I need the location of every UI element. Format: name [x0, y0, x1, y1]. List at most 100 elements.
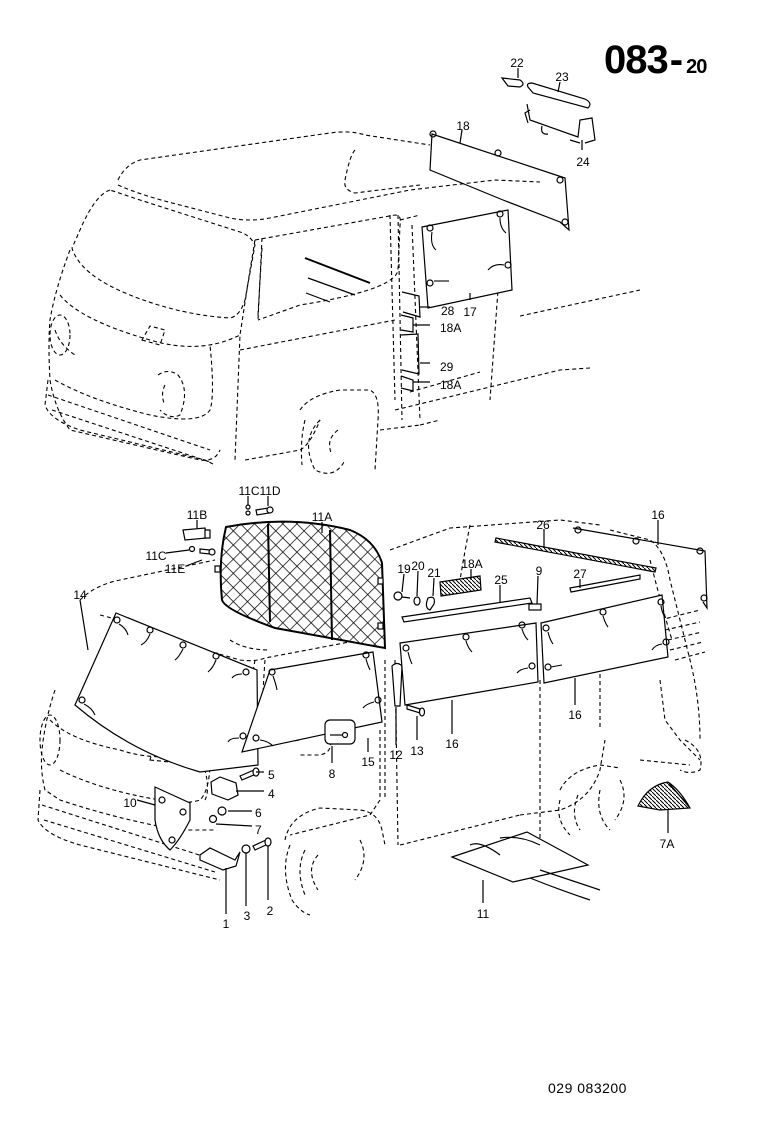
- part-number-label: 11A: [312, 510, 332, 524]
- callout-2[interactable]: 2: [267, 846, 274, 918]
- callout-11E[interactable]: 11E: [165, 559, 203, 576]
- callout-20[interactable]: 20: [411, 559, 425, 597]
- callout-17[interactable]: 17: [463, 293, 477, 319]
- part-29-sketch[interactable]: [400, 333, 420, 375]
- part-28-sketch[interactable]: [401, 291, 421, 318]
- part-number-label: 11D: [259, 484, 280, 498]
- part-19-sketch[interactable]: [393, 591, 411, 601]
- callout-9[interactable]: 9: [536, 564, 543, 605]
- part-number-label: 8: [329, 767, 336, 781]
- part-16-mid-sketch[interactable]: [399, 621, 539, 706]
- callout-23[interactable]: 23: [555, 70, 569, 93]
- callout-11A[interactable]: 11A: [312, 510, 332, 533]
- part-number-label: 5: [268, 768, 275, 782]
- part-1-sketch[interactable]: [199, 847, 241, 871]
- part-7A-sketch[interactable]: [637, 781, 691, 811]
- part-18-sketch[interactable]: [429, 130, 570, 232]
- callout-29[interactable]: 29: [420, 360, 454, 374]
- callout-27[interactable]: 27: [573, 567, 587, 588]
- part-27-sketch[interactable]: [569, 574, 641, 593]
- callout-18A_upper1[interactable]: 18A: [413, 321, 461, 335]
- part-6-sketch[interactable]: [217, 806, 227, 816]
- callout-4[interactable]: 4: [236, 787, 275, 801]
- part-18A-lower-sketch[interactable]: [439, 575, 482, 597]
- part-number-label: 2: [267, 904, 274, 918]
- part-16-top-sketch[interactable]: [572, 526, 708, 611]
- part-number-label: 18A: [440, 321, 461, 335]
- callout-13[interactable]: 13: [410, 716, 424, 758]
- callout-18[interactable]: 18: [456, 119, 470, 144]
- part-5-sketch[interactable]: [239, 767, 260, 781]
- part-12-sketch[interactable]: [391, 662, 403, 707]
- callout-12[interactable]: 12: [389, 707, 403, 762]
- part-number-label: 16: [568, 708, 582, 722]
- part-9-sketch[interactable]: [528, 603, 542, 611]
- part-15-sketch[interactable]: [241, 651, 383, 753]
- leader-line: [416, 570, 419, 597]
- part-number-label: 21: [427, 566, 441, 580]
- page-number-main: 083: [604, 38, 669, 82]
- callout-8[interactable]: 8: [329, 746, 336, 781]
- callout-10[interactable]: 10: [123, 796, 156, 810]
- callout-15[interactable]: 15: [361, 738, 375, 769]
- part-7-sketch[interactable]: [208, 814, 218, 824]
- part-number-label: 1: [223, 917, 230, 931]
- callout-5[interactable]: 5: [256, 768, 275, 782]
- part-11-sketch[interactable]: [450, 831, 601, 901]
- part-10-sketch[interactable]: [154, 786, 191, 851]
- leader-line: [79, 599, 89, 651]
- leader-line: [432, 577, 435, 597]
- part-26-sketch[interactable]: [494, 537, 657, 573]
- callout-24[interactable]: 24: [576, 140, 590, 169]
- part-14-sketch[interactable]: [74, 612, 259, 773]
- callout-16_top[interactable]: 16: [651, 508, 665, 545]
- part-11C-top-sketch[interactable]: [245, 504, 251, 516]
- callout-11B[interactable]: 11B: [187, 508, 207, 528]
- callout-16_right[interactable]: 16: [568, 678, 582, 722]
- part-number-label: 19: [397, 562, 411, 576]
- callout-18A_lower[interactable]: 18A: [461, 557, 483, 580]
- part-3-sketch[interactable]: [241, 844, 251, 854]
- part-4-sketch[interactable]: [210, 776, 239, 801]
- part-number-label: 29: [440, 360, 454, 374]
- part-18A-upper1-sketch[interactable]: [400, 314, 414, 333]
- callout-28[interactable]: 28: [420, 304, 455, 318]
- part-number-label: 28: [441, 304, 455, 318]
- part-8-sketch[interactable]: [324, 719, 356, 745]
- part-23-sketch[interactable]: [526, 82, 591, 109]
- part-18A-upper2-sketch[interactable]: [400, 375, 414, 392]
- part-number-label: 15: [361, 755, 375, 769]
- callout-11[interactable]: 11: [477, 880, 490, 921]
- callout-18A_upper2[interactable]: 18A: [413, 378, 461, 392]
- callout-7[interactable]: 7: [215, 823, 262, 837]
- part-21-sketch[interactable]: [425, 596, 435, 611]
- part-11D-sketch[interactable]: [255, 506, 274, 516]
- part-20-sketch[interactable]: [413, 596, 421, 606]
- callout-11D[interactable]: 11D: [259, 484, 281, 506]
- callout-22[interactable]: 22: [510, 56, 524, 78]
- callout-11C_top[interactable]: 11C: [238, 484, 260, 505]
- part-number-label: 7: [255, 823, 262, 837]
- part-11E-sketch[interactable]: [199, 548, 216, 556]
- callout-11C_side[interactable]: 11C: [145, 549, 190, 563]
- part-24-sketch[interactable]: [524, 103, 596, 144]
- part-17-sketch[interactable]: [421, 209, 513, 309]
- part-16-right-sketch[interactable]: [540, 594, 670, 684]
- part-25-sketch[interactable]: [401, 597, 533, 623]
- callout-25[interactable]: 25: [494, 573, 508, 603]
- part-22-sketch[interactable]: [500, 77, 524, 88]
- part-2-sketch[interactable]: [252, 837, 272, 851]
- callout-26[interactable]: 26: [536, 518, 550, 548]
- callout-19[interactable]: 19: [397, 562, 411, 593]
- callout-21[interactable]: 21: [427, 566, 441, 597]
- leader-line: [536, 575, 539, 605]
- callout-14[interactable]: 14: [73, 588, 89, 651]
- part-11B-sketch[interactable]: [182, 527, 211, 541]
- part-11A-sketch[interactable]: [214, 520, 387, 650]
- callout-7A[interactable]: 7A: [660, 810, 675, 851]
- part-11C-side-sketch[interactable]: [188, 545, 196, 553]
- callout-6[interactable]: 6: [228, 806, 262, 820]
- callout-16_mid[interactable]: 16: [445, 700, 459, 751]
- callout-3[interactable]: 3: [244, 853, 251, 923]
- callout-1[interactable]: 1: [223, 868, 230, 931]
